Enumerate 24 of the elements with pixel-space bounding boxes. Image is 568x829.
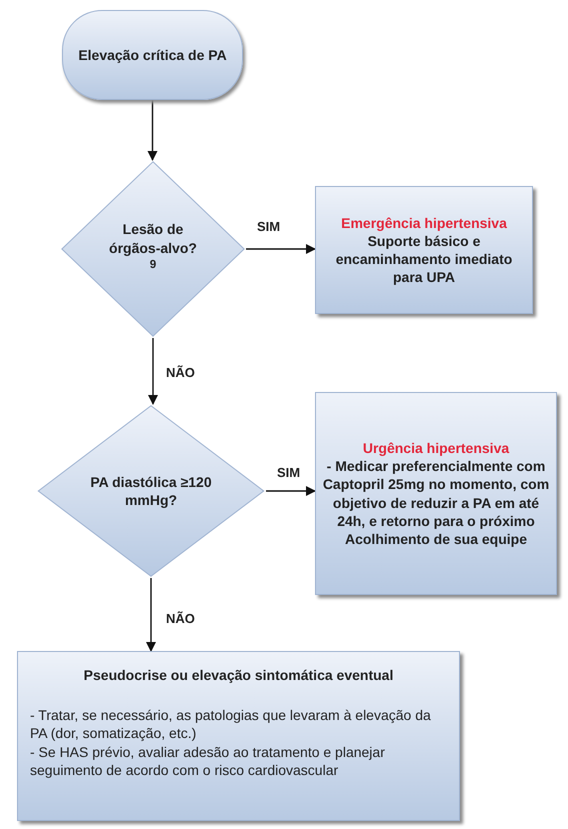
- start-terminal: [62, 10, 243, 100]
- arrow: [148, 100, 158, 161]
- process-box: [17, 651, 460, 821]
- box-heading: Emergência hipertensiva: [341, 214, 507, 232]
- box-text: - Se HAS prévio, avaliar adesão ao tratamento e planejar seguimento de acordo com o risco cardiovascular: [30, 742, 386, 779]
- edge-label: NÃO: [165, 610, 196, 626]
- edge-label: SIM: [256, 219, 282, 234]
- edge-label: SIM: [276, 465, 302, 480]
- box-text: PA diastólica ≥120 mmHg?: [89, 472, 213, 510]
- process-box: [315, 392, 557, 595]
- box-text: Elevação crítica de PA: [78, 46, 227, 64]
- arrow: [148, 338, 158, 405]
- box-text: - Medicar preferencialmente com Captopril 25mg no momento, com objetivo de reduzir a PA em até 24h, e retorno para o próximo Acolhimento de sua equipe: [322, 457, 550, 548]
- edge-label: NÃO: [165, 365, 196, 380]
- box-heading: Pseudocrise ou elevação sintomática eventual: [84, 666, 394, 684]
- decision-diamond: [60, 160, 246, 338]
- decision-diamond: [36, 404, 266, 578]
- arrow: [246, 244, 316, 254]
- box-text: - Tratar, se necessário, as patologias que levaram à elevação da PA (dor, somatização, etc.): [30, 706, 432, 743]
- process-box: [315, 186, 533, 314]
- arrow: [146, 578, 156, 652]
- box-text: Suporte básico e encaminhamento imediato para UPA: [334, 232, 514, 286]
- arrow: [266, 486, 316, 496]
- box-heading: Urgência hipertensiva: [362, 438, 510, 458]
